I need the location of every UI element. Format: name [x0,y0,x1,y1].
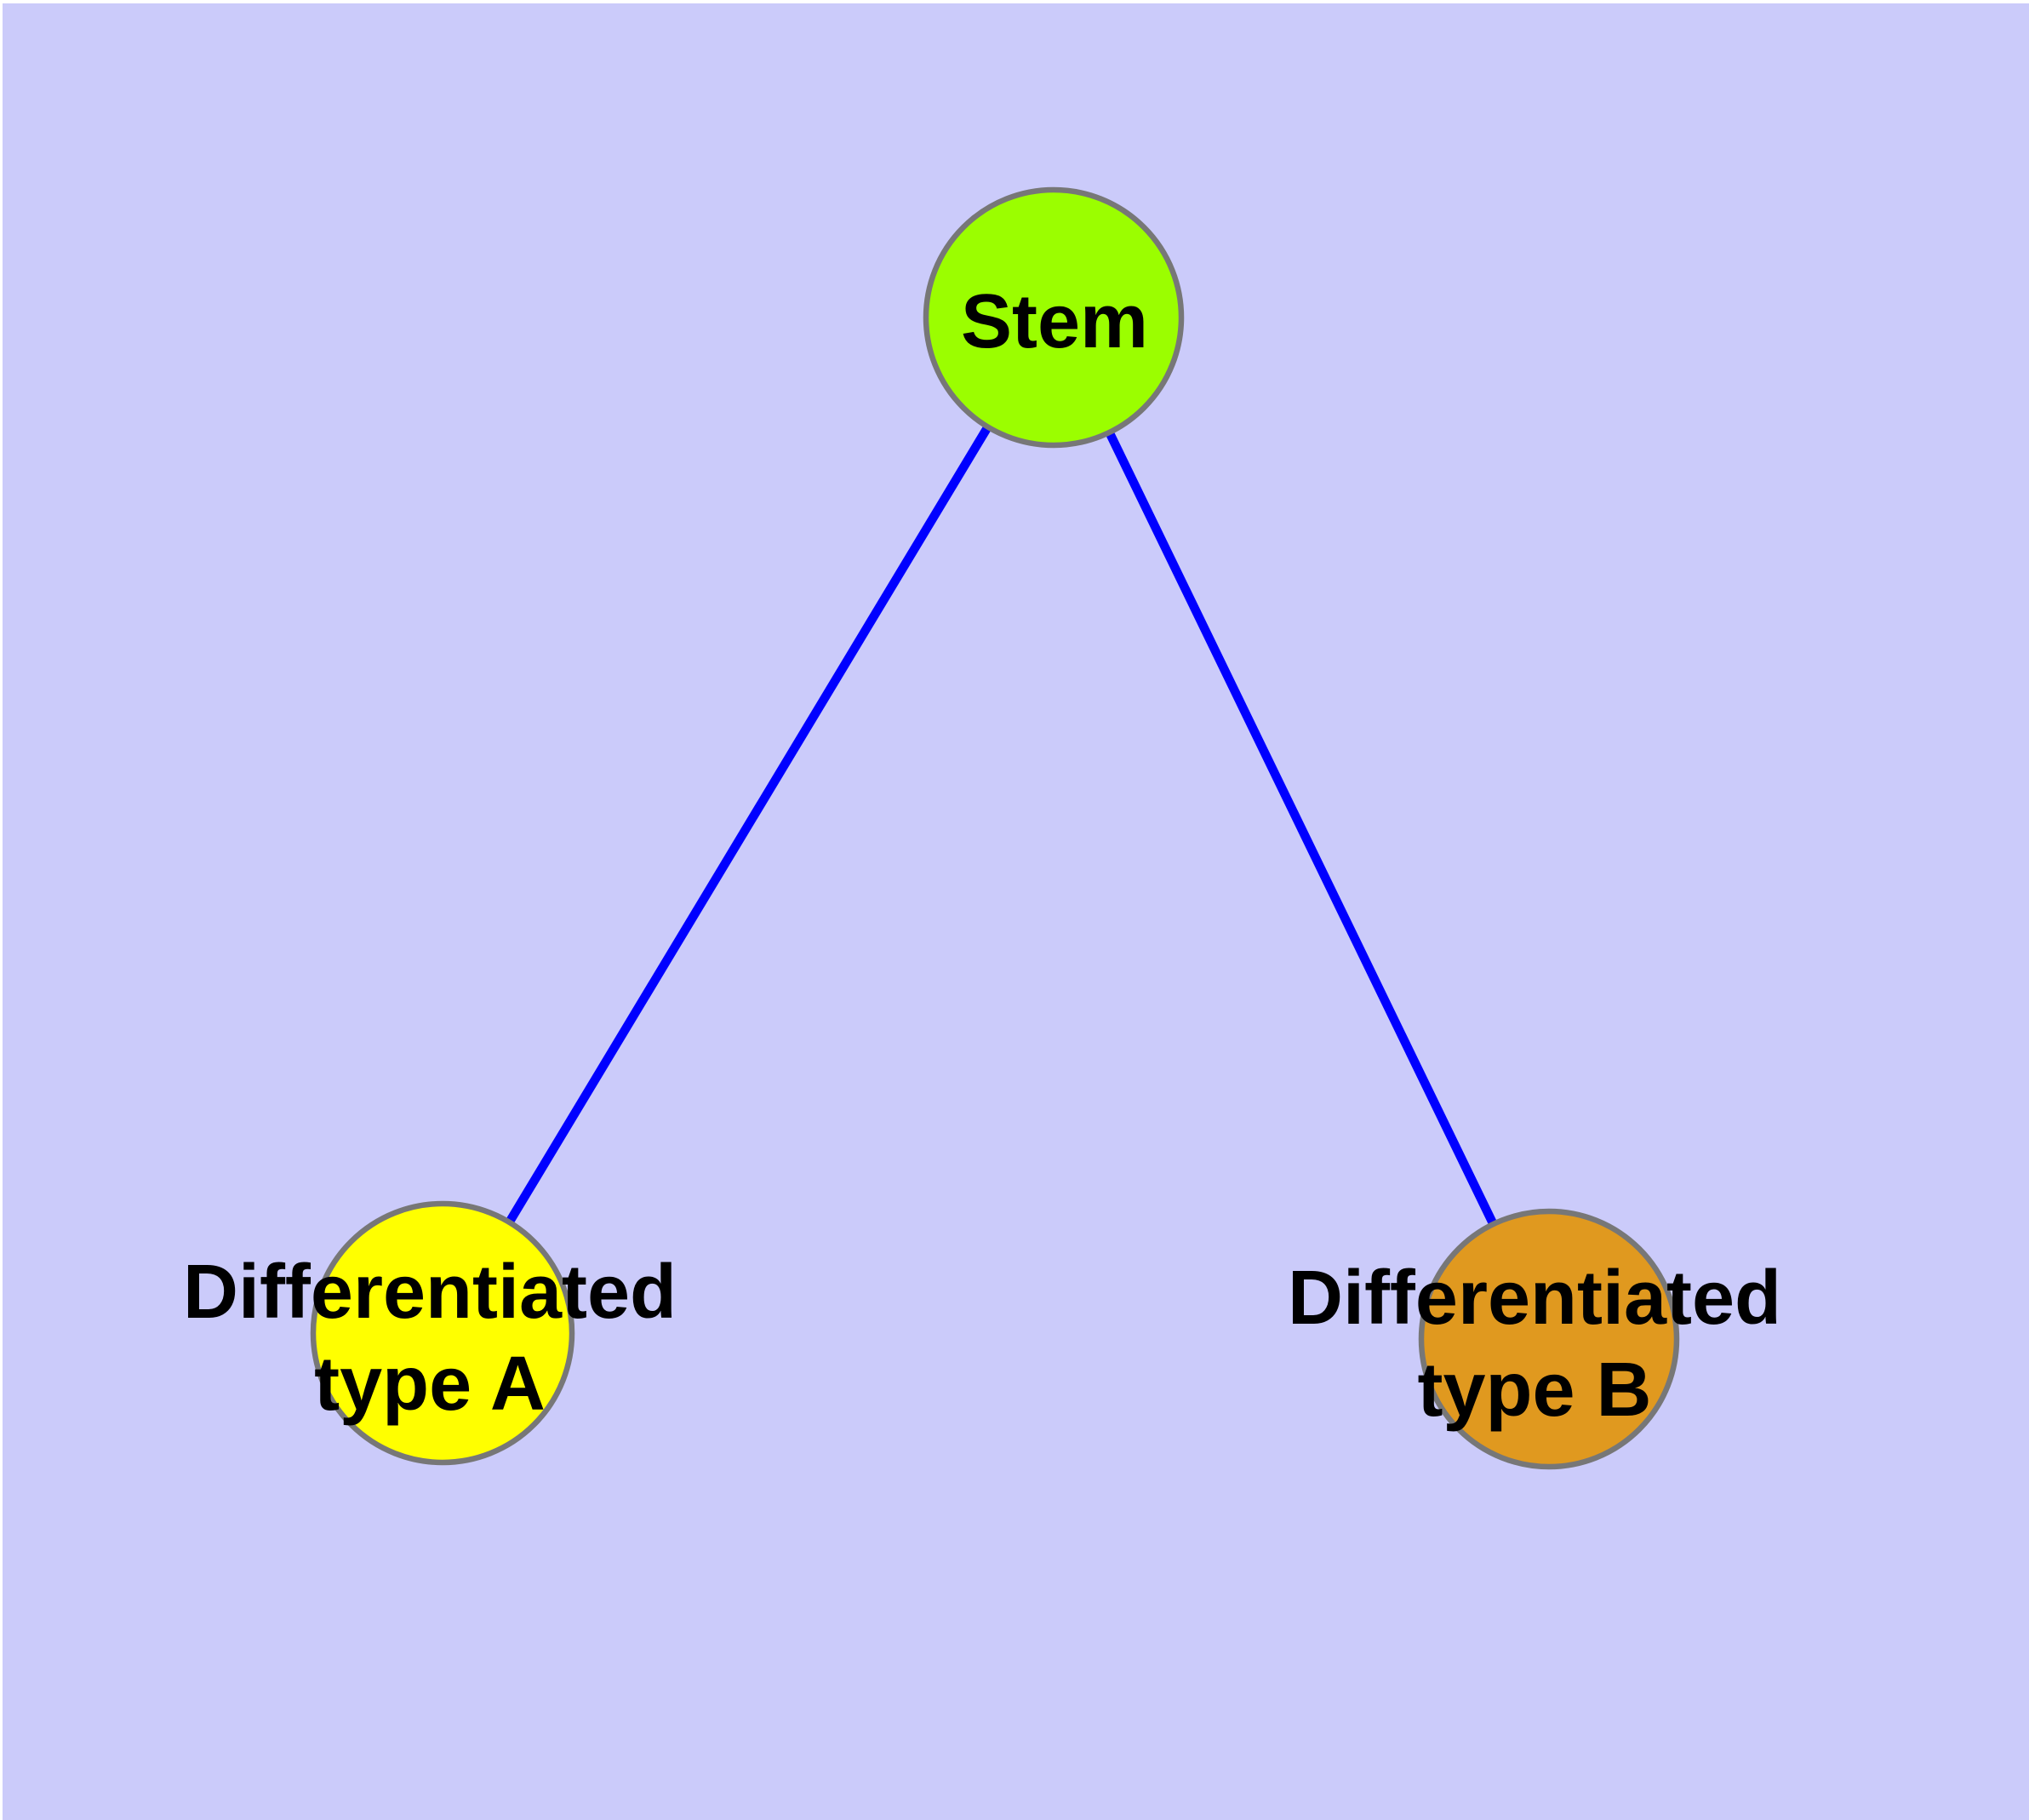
edge-stem-to-type-a [438,315,1058,1336]
page-left-margin [0,0,3,1820]
edge-stem-to-type-b [1049,315,1553,1342]
node-differentiated-type-a [310,1200,575,1466]
node-type-a-label-line1: Differentiated [183,1250,677,1335]
edge-group [438,315,1553,1342]
node-type-a-label-line2: type A [314,1342,546,1427]
node-group [310,186,1680,1470]
node-stem [923,186,1185,449]
node-stem-label: Stem [961,279,1148,364]
node-type-b-label-line2: type B [1417,1348,1651,1433]
node-type-b-label-line1: Differentiated [1288,1256,1781,1341]
label-group: Stem Differentiated type A Differentiate… [183,279,1781,1433]
node-differentiated-type-b [1418,1208,1680,1470]
page-top-margin [0,0,2029,3]
